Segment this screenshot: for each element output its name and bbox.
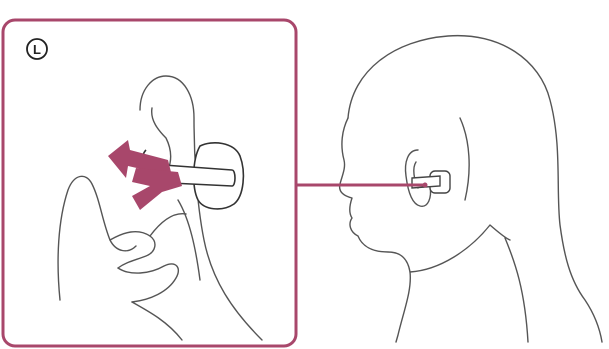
connector-endpoint [423,183,428,188]
face-profile [340,118,411,342]
head-profile [340,36,602,342]
hairline [460,118,469,200]
jaw-line [410,225,510,272]
side-badge-label: L [33,42,41,57]
side-badge: L [27,39,47,59]
head-earbud [412,171,450,193]
head-outline [348,36,602,342]
neck-line [505,238,528,342]
